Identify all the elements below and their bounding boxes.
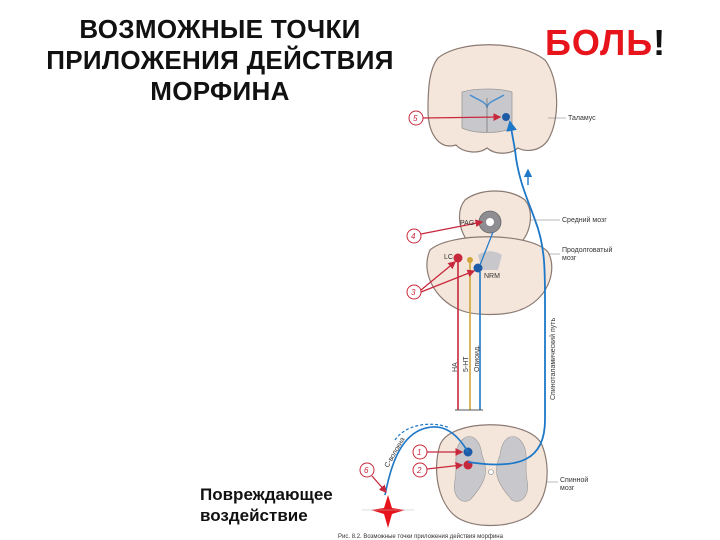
afferent-collateral (394, 423, 451, 441)
title-line-3: МОРФИНА (150, 76, 290, 106)
label-pag: PAG (460, 220, 474, 227)
diagram-title: ВОЗМОЖНЫЕ ТОЧКИ ПРИЛОЖЕНИЯ ДЕЙСТВИЯ МОРФ… (0, 14, 440, 107)
title-line-2: ПРИЛОЖЕНИЯ ДЕЙСТВИЯ (46, 45, 394, 75)
afferent-fibre (384, 426, 469, 496)
pain-exclamation: ! (653, 22, 667, 63)
spinal-cord-section (435, 424, 548, 527)
site-1: 1 (417, 448, 421, 457)
title-line-1: ВОЗМОЖНЫЕ ТОЧКИ (79, 14, 361, 44)
spinothalamic-tract (467, 120, 546, 466)
label-thalamus: Таламус (568, 115, 596, 122)
label-na: НА (452, 362, 459, 372)
stimulus-line-2: воздействие (200, 506, 308, 525)
thalamus-section (427, 44, 558, 154)
stimulus-line-1: Повреждающее (200, 485, 333, 504)
label-opioid: Опиоид. (474, 345, 481, 372)
site-6: 6 (364, 466, 369, 475)
label-c-fibres: C-волокна (384, 436, 407, 469)
site-3: 3 (411, 288, 416, 297)
label-midbrain: Средний мозг (562, 216, 607, 224)
site-5: 5 (413, 114, 418, 123)
descending-pathways (455, 231, 494, 411)
label-lc: LC (444, 254, 453, 261)
noxious-stimulus-label: Повреждающее воздействие (200, 484, 333, 526)
label-medulla-line-1: Продолговатый (562, 246, 612, 254)
site-markers: 5 4 3 1 2 6 (359, 110, 502, 493)
pain-heading: БОЛЬ! (545, 22, 666, 64)
site-2: 2 (416, 466, 422, 475)
label-spinal-cord-line-2: мозг (560, 485, 575, 492)
label-medulla-line-2: мозг (562, 255, 577, 262)
figure-caption: Рис. 8.2. Возможные точки приложения дей… (338, 533, 504, 540)
site-4: 4 (411, 232, 416, 241)
label-spinal-cord-line-1: Спинной (560, 476, 588, 484)
label-nrm: NRM (484, 273, 500, 280)
label-5ht: 5-НТ (463, 356, 470, 372)
injury-star-icon (371, 495, 405, 528)
label-spinothalamic-tract: Спиноталамический путь (549, 318, 557, 400)
brainstem-section (426, 190, 553, 316)
pain-word: БОЛЬ (545, 22, 654, 63)
